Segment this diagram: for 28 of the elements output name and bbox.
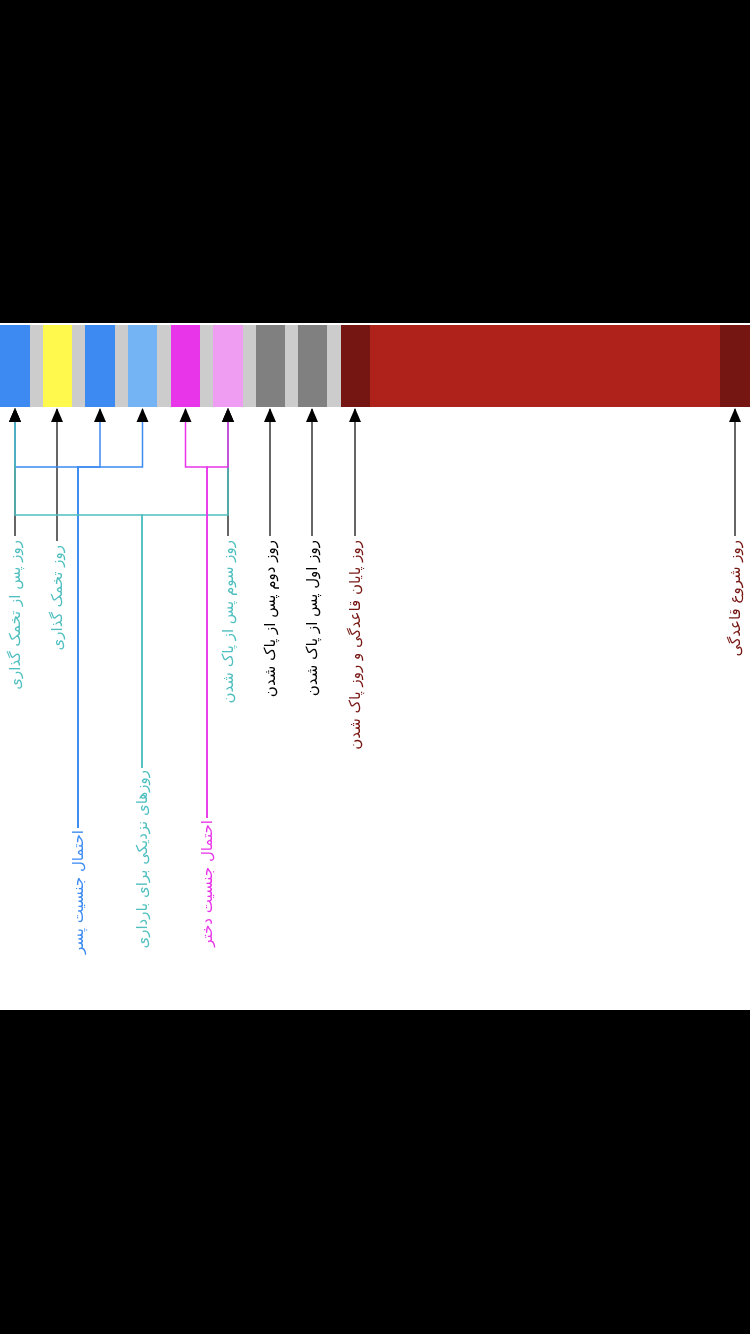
day-segment xyxy=(720,325,750,407)
day-label: روز شروع قاعدگی xyxy=(723,540,747,700)
arrow xyxy=(306,408,318,537)
day-label: احتمال جنسیت پسر xyxy=(66,830,90,1010)
day-segment xyxy=(370,325,720,407)
day-segment xyxy=(128,325,157,407)
day-segment xyxy=(85,325,115,407)
day-label: روز پایان قاعدگی و روز پاک شدن xyxy=(343,540,367,810)
arrow xyxy=(349,408,361,537)
arrow xyxy=(206,408,234,819)
day-label: روز دوم پس از پاک شدن xyxy=(258,540,282,760)
arrow xyxy=(51,408,63,542)
day-segment xyxy=(43,325,72,407)
day-segment xyxy=(298,325,327,407)
day-segment xyxy=(341,325,370,407)
arrow xyxy=(77,408,149,829)
day-segment xyxy=(0,325,30,407)
day-label: احتمال جنسیت دختر xyxy=(195,820,219,1010)
day-segment xyxy=(171,325,200,407)
day-segment xyxy=(213,325,243,407)
arrow xyxy=(729,408,741,537)
arrow xyxy=(264,408,276,537)
day-label: روز پس از تخمک گذاری xyxy=(3,540,27,760)
day-label: روز اول پس از پاک شدن xyxy=(300,540,324,760)
day-segment xyxy=(256,325,285,407)
day-label: روز سوم پس از پاک شدن xyxy=(216,540,240,760)
day-label: روز تخمک گذاری xyxy=(45,545,69,705)
day-label: روزهای نزدیکی برای بارداری xyxy=(130,770,154,1010)
